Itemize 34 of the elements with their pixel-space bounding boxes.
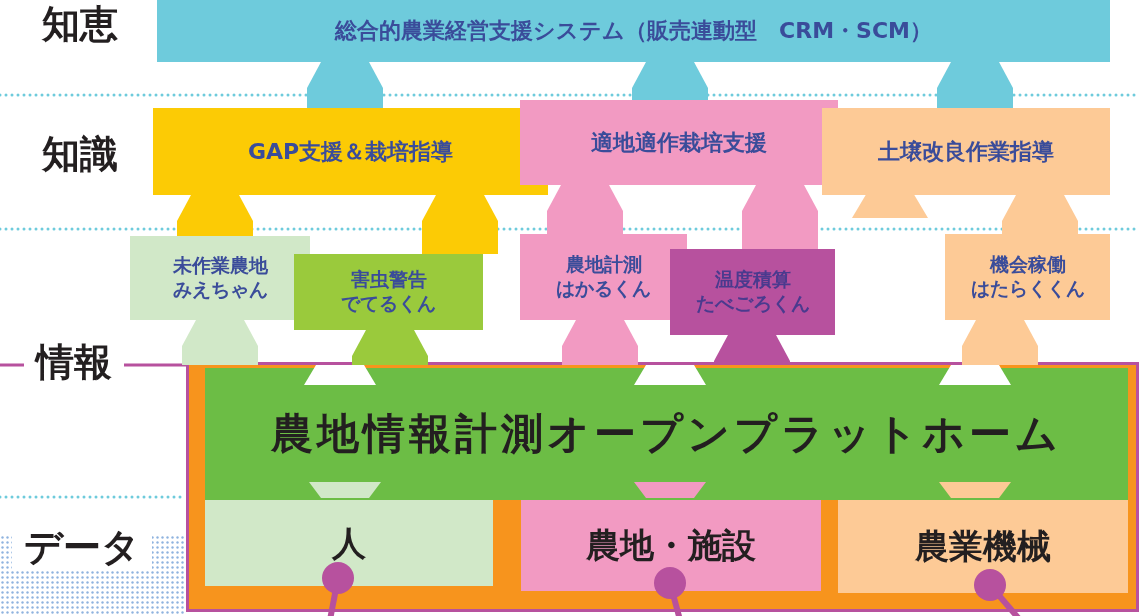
support-leg [962,320,1038,365]
node-text: 農地計測はかるくん [555,253,652,301]
support-leg [1002,195,1078,234]
support-leg [937,62,1013,108]
process-box [205,368,1128,500]
process-box [205,500,493,586]
pin-line [654,567,686,616]
support-leg [177,195,253,236]
support-leg [547,185,623,234]
support-leg [307,62,383,108]
support-leg [182,320,258,365]
support-leg [562,320,638,365]
support-leg [714,335,790,365]
node-text: 農地情報計測オープンプラットホーム [270,407,1063,460]
pin-line [974,569,1023,616]
node-text: 土壌改良作業指導 [877,137,1055,166]
process-box [521,500,821,591]
node-text: 温度積算たべごろくん [694,268,811,316]
support-leg [742,185,818,249]
support-leg [422,195,498,254]
frame-box [186,362,1139,612]
support-leg [352,330,428,365]
pin-line [322,562,354,616]
node-text: 未作業農地みえちゃん [171,254,269,302]
support-leg [632,62,708,100]
node-text: 機会稼働はたらくくん [969,253,1086,301]
node-text: 総合的農業経営支援システム（販売連動型 CRM・SCM） [333,17,933,45]
node-text: 適地適作栽培支援 [590,128,768,157]
node-text: 農地・施設 [585,524,757,567]
process-box [838,500,1128,593]
node-text: GAP支援＆栽培指導 [246,137,455,166]
node-text: 人 [331,521,367,565]
node-text: 害虫警告でてるくん [340,268,437,316]
node-text: 農業機械 [914,525,1052,568]
